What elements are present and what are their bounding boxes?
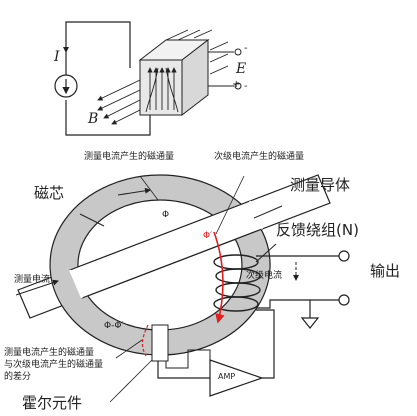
- hall-to-amp-wire: [157, 361, 210, 379]
- caption-right-pointer: [215, 175, 245, 235]
- hall-effect-figure: [54, 21, 242, 136]
- core-label: 磁芯: [34, 184, 65, 202]
- hall-element-label: 霍尔元件: [22, 394, 83, 412]
- conductor-pointer: [253, 205, 283, 219]
- measured-current-arrow: [15, 279, 59, 296]
- caption-secondary-flux: 次级电流产生的磁通量: [214, 152, 305, 162]
- emf-terminal-plus: [234, 82, 242, 90]
- difference-note: 测量电流产生的磁通量 与次级电流产生的磁通量 的差分: [4, 348, 104, 382]
- phi-diff-label: Φ-Φ′: [104, 321, 124, 331]
- secondary-flux-arrow: [213, 231, 225, 324]
- emf-minus-sign-right: -: [244, 81, 248, 92]
- emf-terminal-minus: [234, 48, 242, 56]
- caption-measured-flux: 测量电流产生的磁通量: [84, 152, 175, 162]
- measured-conductor-label: 测量导体: [290, 176, 351, 194]
- emf-symbol: E: [236, 61, 247, 77]
- difference-flux-arrow: [141, 324, 149, 357]
- secondary-current-label: 次级电流: [246, 271, 283, 281]
- hall-pointer: [109, 359, 153, 403]
- field-symbol: B: [88, 111, 99, 127]
- output-label: 输出: [370, 262, 401, 280]
- emf-minus-sign: -: [244, 43, 248, 54]
- amp-to-winding-wire: [256, 309, 275, 379]
- current-symbol: I: [54, 49, 60, 65]
- measured-current-label: 测量电流: [14, 275, 51, 285]
- core-air-gap: [151, 324, 169, 362]
- amp-label: AMP: [218, 372, 236, 381]
- hall-sensor-wire: [165, 349, 211, 372]
- feedback-winding: [213, 254, 261, 312]
- hall-plate-front: [139, 59, 183, 116]
- winding-pointer: [255, 243, 277, 263]
- output-terminal-bottom: [338, 294, 350, 306]
- phi-label: Φ: [162, 210, 170, 220]
- difference-pointer: [115, 339, 143, 359]
- ground-icon: [300, 317, 320, 329]
- caption-left-pointer: [139, 175, 159, 201]
- amp-triangle: [209, 359, 264, 397]
- core-pointer: [79, 213, 105, 227]
- flux-arrow-top: [117, 187, 151, 196]
- current-circuit-wire: [65, 21, 131, 68]
- emf-plus-sign: +: [232, 79, 241, 90]
- output-terminal-top: [338, 250, 350, 262]
- feedback-winding-label: 反馈绕组(N): [276, 221, 359, 239]
- phi-prime-label: Φ′: [203, 231, 213, 241]
- winding-lead-bottom: [256, 299, 340, 309]
